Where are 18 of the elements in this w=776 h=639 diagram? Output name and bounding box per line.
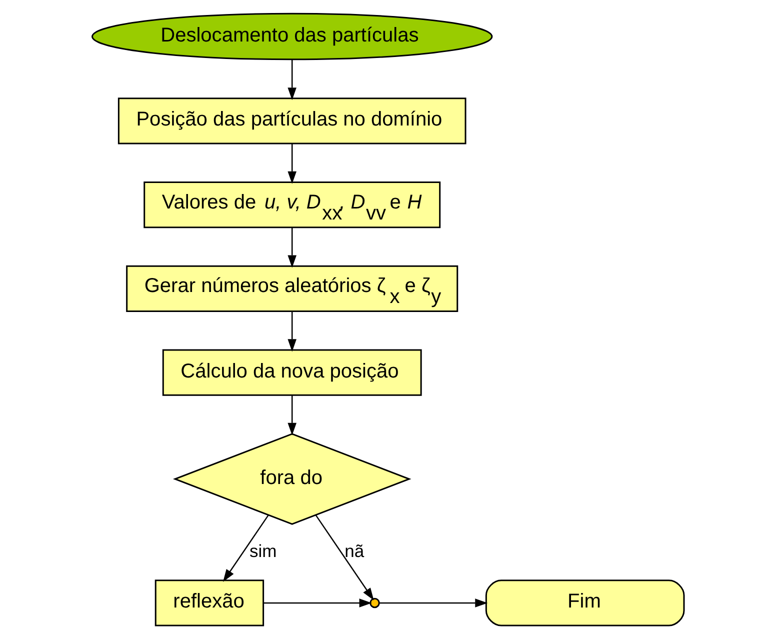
edge-label: sim xyxy=(250,540,277,561)
arrow xyxy=(288,227,296,268)
edge-label: nã xyxy=(344,540,364,561)
arrow xyxy=(379,598,488,608)
arrow xyxy=(288,311,296,352)
arrow xyxy=(288,60,296,100)
arrow xyxy=(263,598,372,608)
node-circle xyxy=(370,598,380,608)
arrow xyxy=(222,514,269,582)
node-box: Fim xyxy=(485,580,685,626)
node-box: Cálculo da nova posição xyxy=(162,349,422,396)
arrow xyxy=(288,144,296,184)
node-box: Posição das partículas no domínio xyxy=(118,98,466,144)
node-box: reflexão xyxy=(154,580,264,626)
node-ellipse: Deslocamento das partículas xyxy=(92,12,493,60)
node-diamond: fora do xyxy=(172,433,412,525)
arrow xyxy=(315,514,374,600)
arrow xyxy=(288,395,296,436)
